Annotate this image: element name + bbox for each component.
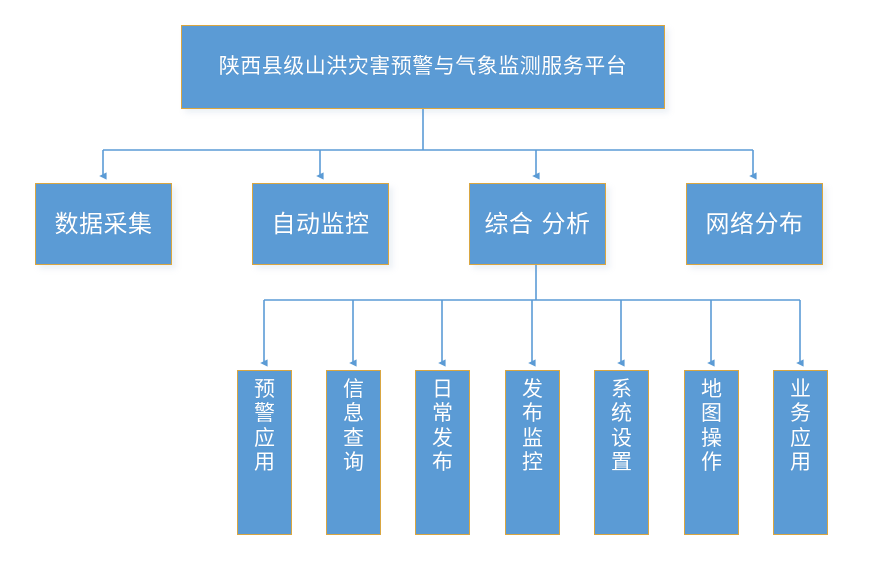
node-label: 自动监控 (271, 209, 370, 238)
node-label: 系统设置 (611, 377, 633, 475)
node-label: 日常发布 (432, 377, 454, 475)
node-level3-information-query[interactable]: 信息查询 (326, 370, 381, 535)
node-level3-system-settings[interactable]: 系统设置 (594, 370, 649, 535)
node-label: 信息查询 (343, 377, 365, 475)
node-level2-comprehensive-analysis[interactable]: 综合 分析 (469, 183, 606, 265)
node-label: 地图操作 (701, 377, 723, 475)
node-level2-data-collection[interactable]: 数据采集 (35, 183, 172, 265)
connector-level3-drops (260, 300, 804, 367)
node-level3-map-operation[interactable]: 地图操作 (684, 370, 739, 535)
node-level3-warning-application[interactable]: 预警应用 (237, 370, 292, 535)
node-label: 业务应用 (790, 377, 812, 475)
node-level3-daily-release[interactable]: 日常发布 (415, 370, 470, 535)
node-label: 发布监控 (522, 377, 544, 475)
node-level3-release-monitoring[interactable]: 发布监控 (505, 370, 560, 535)
node-level2-network-distribution[interactable]: 网络分布 (686, 183, 823, 265)
node-label: 网络分布 (705, 209, 804, 238)
node-level2-automatic-monitoring[interactable]: 自动监控 (252, 183, 389, 265)
node-level3-business-application[interactable]: 业务应用 (773, 370, 828, 535)
node-root[interactable]: 陕西县级山洪灾害预警与气象监测服务平台 (181, 25, 665, 109)
node-label: 综合 分析 (484, 209, 591, 238)
node-label: 数据采集 (54, 209, 153, 238)
connector-level2-drops (99, 150, 757, 180)
node-label: 预警应用 (254, 377, 276, 475)
node-root-label: 陕西县级山洪灾害预警与气象监测服务平台 (218, 54, 628, 79)
